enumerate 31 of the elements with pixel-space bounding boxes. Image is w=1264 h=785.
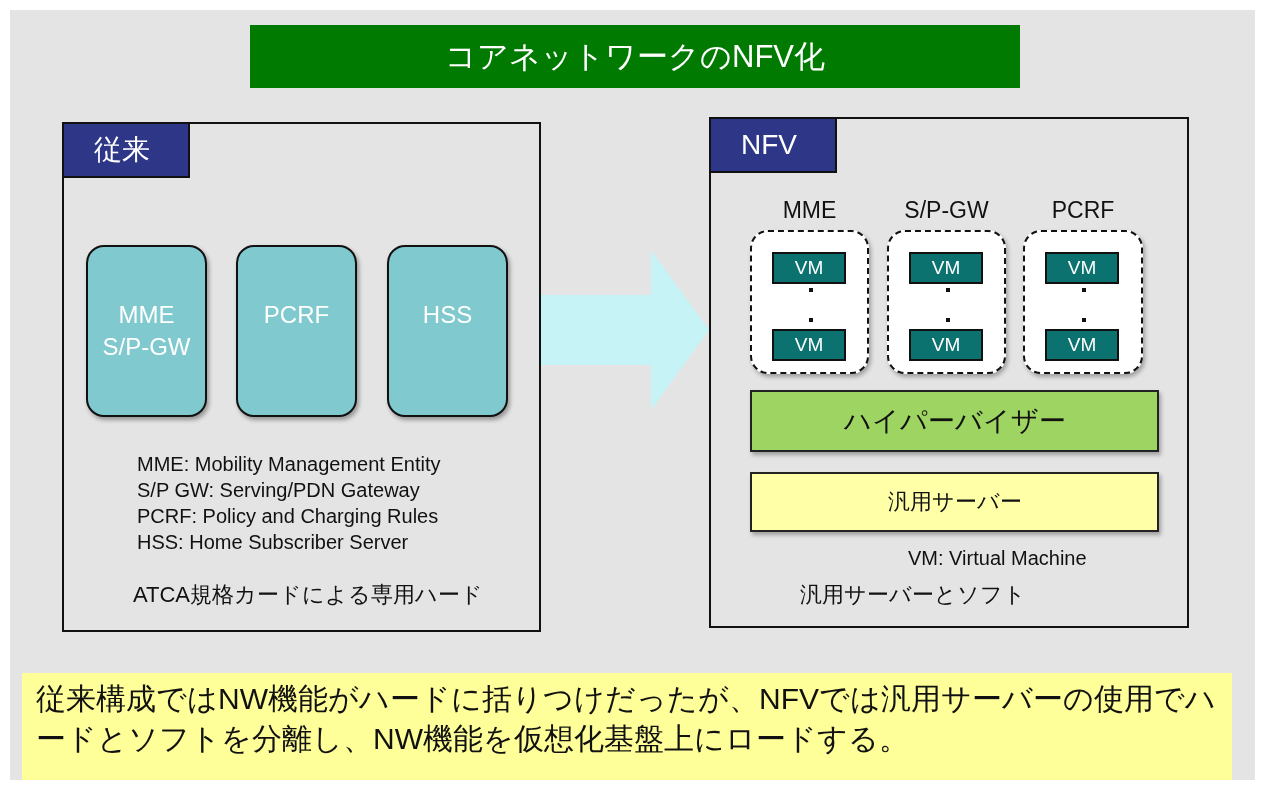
vm-box: VM <box>909 252 983 284</box>
server-layer: 汎用サーバー <box>750 472 1159 532</box>
group-heading: S/P-GW <box>903 196 990 225</box>
caption-text: 従来構成ではNW機能がハードに括りつけだったが、NFVでは汎用サーバーの使用でハードとソフトを分離し、NW機能を仮想化基盤上にロードする。 <box>22 673 1232 780</box>
card-label: PCRF <box>262 300 331 330</box>
note-text: HSS: Home Subscriber Server <box>137 530 409 555</box>
panel-tab: 従来 <box>62 122 190 178</box>
group-heading: PCRF <box>1050 196 1116 225</box>
block-arrow <box>541 250 709 410</box>
note-text: ATCA規格カードによる専用ハード <box>133 582 484 608</box>
note-text: MME: Mobility Management Entity <box>137 452 441 477</box>
function-card <box>387 245 508 417</box>
vm-box: VM <box>1045 252 1119 284</box>
function-card <box>86 245 207 417</box>
vm-box: VM <box>772 329 846 361</box>
note-text: VM: Virtual Machine <box>908 546 1087 571</box>
note-text: 汎用サーバーとソフト <box>800 582 1026 608</box>
card-label: HSS <box>421 300 474 330</box>
hypervisor-layer: ハイパーバイザー <box>750 390 1159 452</box>
panel-tab: NFV <box>709 117 837 173</box>
title-banner: コアネットワークのNFV化 <box>250 25 1020 88</box>
panel-box <box>62 122 541 632</box>
vm-box: VM <box>772 252 846 284</box>
note-text: PCRF: Policy and Charging Rules <box>137 504 439 529</box>
panel-box <box>709 117 1189 628</box>
vm-box: VM <box>1045 329 1119 361</box>
vm-box: VM <box>909 329 983 361</box>
group-heading: MME <box>781 196 838 225</box>
card-label: MME S/P-GW <box>101 300 192 362</box>
function-card <box>236 245 357 417</box>
note-text: S/P GW: Serving/PDN Gateway <box>137 478 420 503</box>
